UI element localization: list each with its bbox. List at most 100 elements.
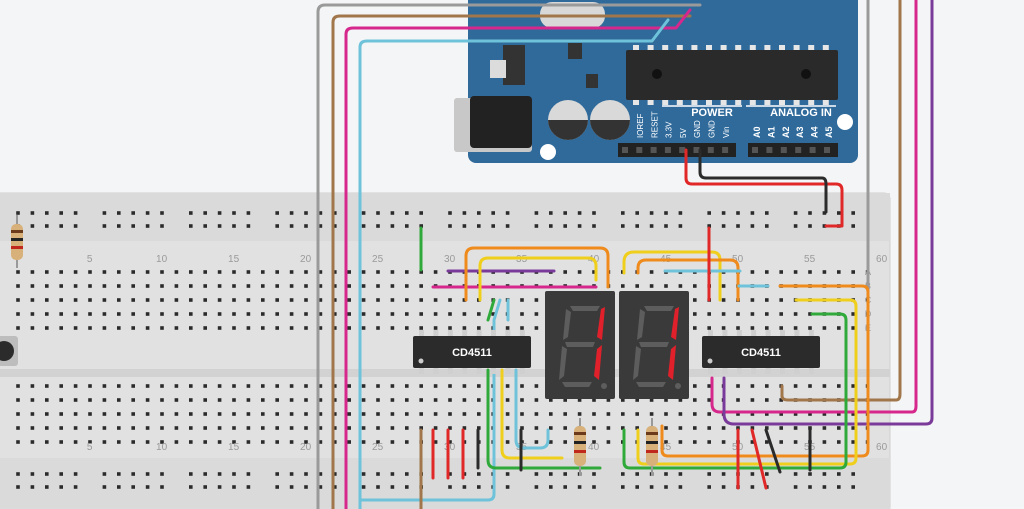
rail-hole <box>750 472 755 476</box>
breadboard-hole <box>174 412 179 416</box>
breadboard-hole <box>376 412 380 416</box>
column-number: 45 <box>660 442 672 453</box>
wire-cyan-bottom[interactable] <box>358 298 502 502</box>
wire-yellow-loop[interactable] <box>636 298 858 466</box>
chip-pin <box>780 368 785 374</box>
power-pin-label: 3.3V <box>665 121 674 138</box>
push-button-cap[interactable] <box>0 341 14 361</box>
wire-green-chip[interactable] <box>486 298 496 322</box>
breadboard-hole <box>88 426 92 430</box>
breadboard-hole <box>822 426 827 430</box>
resistor-bottom-1[interactable] <box>574 418 586 476</box>
push-button[interactable] <box>0 336 18 366</box>
breadboard-hole <box>261 284 265 288</box>
breadboard-hole <box>131 284 135 288</box>
wire-gnd-black[interactable] <box>698 148 828 214</box>
wire-cyan-long[interactable] <box>358 18 670 509</box>
wire-yellow-bottom-left[interactable] <box>500 368 564 460</box>
rail-hole <box>289 485 294 489</box>
wire-purple-right[interactable] <box>722 0 934 426</box>
rail-hole <box>448 485 452 489</box>
breadboard-hole <box>45 412 49 416</box>
wire-black-b3[interactable] <box>764 428 782 474</box>
breadboard-hole <box>246 398 251 402</box>
rail-hole <box>678 472 683 476</box>
wire-brown-left[interactable] <box>331 14 692 509</box>
rail-hole <box>491 224 495 228</box>
breadboard-hole <box>505 326 510 330</box>
rail-hole <box>851 211 855 215</box>
regulator-tab <box>490 60 506 78</box>
wire-orange-arc-left[interactable] <box>464 246 610 302</box>
power-header[interactable] <box>618 143 736 157</box>
seven-segment-left[interactable]: 1 <box>0 0 615 399</box>
wire-red-b5[interactable] <box>750 428 768 490</box>
rail-hole <box>73 472 78 476</box>
rail-hole <box>289 472 294 476</box>
rail-hole <box>145 224 150 228</box>
resistor-top-left[interactable] <box>11 215 23 268</box>
breadboard-hole <box>721 426 726 430</box>
breadboard-hole <box>203 384 207 388</box>
breadboard-hole <box>448 426 452 430</box>
seven-segment-right[interactable]: 1 <box>0 0 689 399</box>
analog-header[interactable] <box>748 143 838 157</box>
wire-yellow-arc-left[interactable] <box>478 256 598 302</box>
resistor-bottom-2[interactable] <box>646 418 658 476</box>
rail-hole <box>102 485 107 489</box>
breadboard-hole <box>16 426 20 430</box>
breadboard-hole <box>361 398 366 402</box>
breadboard-hole <box>563 426 567 430</box>
breadboard-hole <box>822 270 827 274</box>
atmega-pin <box>822 100 829 105</box>
segment-b <box>671 307 679 340</box>
breadboard-hole <box>145 312 150 316</box>
breadboard-hole <box>621 426 625 430</box>
wire-green-loop[interactable] <box>622 312 848 470</box>
breadboard-hole <box>189 384 193 388</box>
cd4511-right[interactable]: CD4511 <box>702 330 820 374</box>
breadboard-hole <box>45 270 49 274</box>
breadboard-hole <box>390 270 395 274</box>
chip-pin <box>462 368 468 374</box>
breadboard-hole <box>851 312 855 316</box>
breadboard-hole <box>851 426 855 430</box>
breadboard-hole <box>160 298 164 302</box>
breadboard-hole <box>549 426 553 430</box>
breadboard-hole <box>102 284 107 288</box>
segment-g <box>639 342 669 347</box>
wire-yellow-arc-right[interactable] <box>622 250 722 302</box>
wire-5v-red[interactable] <box>684 148 844 228</box>
wire-magenta-right[interactable] <box>710 0 918 414</box>
wire-cyan-bottom-left[interactable] <box>514 368 550 450</box>
breadboard-hole <box>693 384 697 388</box>
breadboard-hole <box>534 426 539 430</box>
wire-orange-loop[interactable] <box>660 284 870 458</box>
breadboard-hole <box>433 312 438 316</box>
header-socket <box>650 147 657 153</box>
rail-hole <box>59 485 63 489</box>
dc-power-jack[interactable] <box>470 96 532 148</box>
resistor-2-band1 <box>574 432 586 435</box>
breadboard-hole <box>30 312 35 316</box>
breadboard-hole <box>563 440 567 444</box>
rail-hole <box>131 211 135 215</box>
breadboard-hole <box>361 412 366 416</box>
wires[interactable] <box>316 0 934 509</box>
wire-orange-arc-right[interactable] <box>636 258 740 302</box>
breadboard-hole <box>59 270 63 274</box>
wire-brown-right[interactable] <box>780 0 902 402</box>
breadboard-hole <box>304 270 308 274</box>
breadboard-hole <box>45 440 49 444</box>
atmega-pin <box>793 45 800 50</box>
wire-green-bottom-left[interactable] <box>486 368 602 470</box>
wire-magenta-left[interactable] <box>344 8 692 509</box>
breadboard-hole <box>189 284 193 288</box>
breadboard-hole <box>520 412 524 416</box>
wire-gray[interactable] <box>316 3 702 509</box>
cd4511-left[interactable]: CD4511 <box>413 330 531 374</box>
chip-left-dot <box>418 358 424 364</box>
